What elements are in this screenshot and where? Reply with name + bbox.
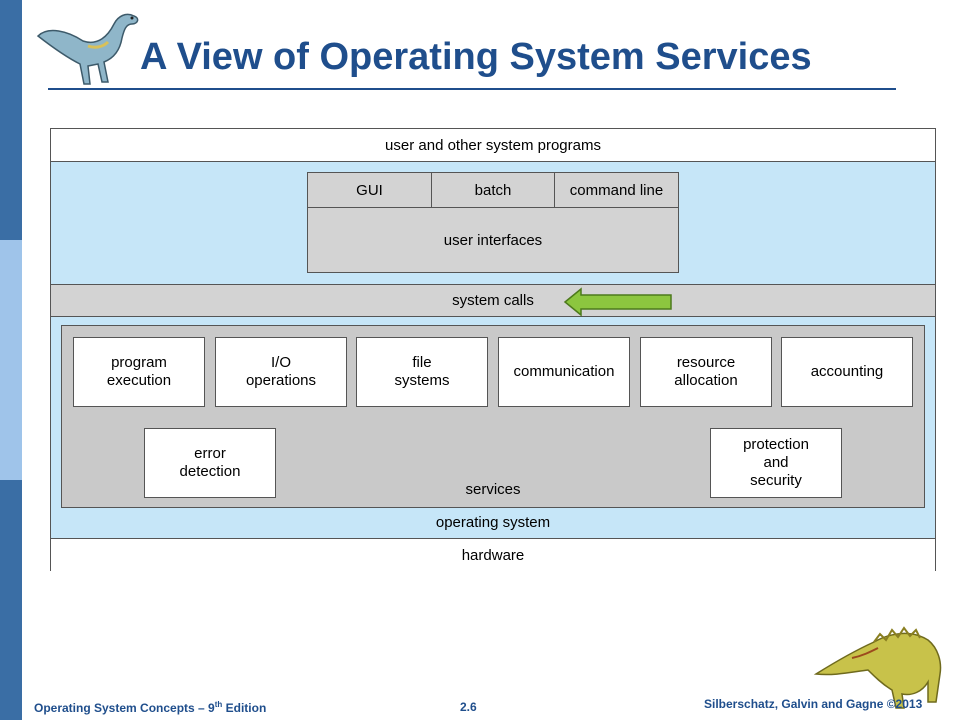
service-accounting: accounting: [781, 337, 913, 407]
footer-course-text: Operating System Concepts – 9: [34, 701, 215, 715]
user-programs-layer: user and other system programs: [51, 129, 935, 162]
system-calls-layer: system calls: [51, 284, 935, 317]
operating-system-layer: operating system: [435, 513, 551, 531]
service-communication: communication: [498, 337, 630, 407]
footer-edition-text: Edition: [222, 701, 267, 715]
ui-gui-box: GUI: [308, 173, 432, 207]
dinosaur-footer-icon: [813, 626, 942, 709]
slide-title: A View of Operating System Services: [140, 36, 812, 78]
green-left-arrow-icon: [563, 287, 672, 317]
ui-batch-box: batch: [432, 173, 555, 207]
title-underline: [48, 88, 896, 90]
footer-course-title: Operating System Concepts – 9th Edition: [34, 700, 266, 715]
services-label: services: [465, 481, 521, 498]
service-error-detection: error detection: [144, 428, 276, 498]
service-program-execution: program execution: [73, 337, 205, 407]
services-panel: program execution I/O operations file sy…: [61, 325, 925, 508]
left-sidebar-highlight: [0, 240, 22, 480]
user-interfaces-label: user interfaces: [443, 231, 543, 249]
user-interfaces-panel: GUI batch command line user interfaces: [307, 172, 679, 273]
service-protection-security: protection and security: [710, 428, 842, 498]
footer-page-number: 2.6: [460, 700, 477, 714]
footer-copyright: Silberschatz, Galvin and Gagne ©2013: [704, 697, 923, 711]
user-interface-types: GUI batch command line: [308, 173, 678, 208]
service-file-systems: file systems: [356, 337, 488, 407]
footer-edition-superscript: th: [214, 700, 223, 709]
service-resource-allocation: resource allocation: [640, 337, 772, 407]
os-services-diagram: user and other system programs GUI batch…: [50, 128, 936, 571]
hardware-layer: hardware: [51, 538, 935, 571]
dinosaur-logo-icon: [36, 13, 139, 85]
ui-command-line-box: command line: [569, 181, 664, 199]
left-sidebar-bar: [0, 0, 22, 720]
service-io-operations: I/O operations: [215, 337, 347, 407]
